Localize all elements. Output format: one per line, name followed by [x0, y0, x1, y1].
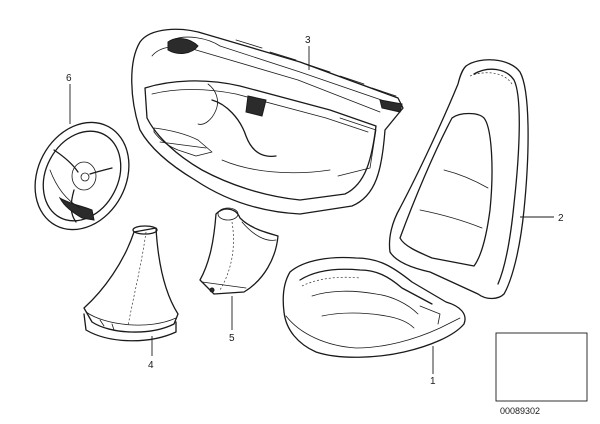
shift-boot [83, 225, 179, 342]
callout-shift-boot: 4 [148, 360, 154, 371]
catalog-code: 00089302 [500, 406, 540, 416]
catalog-reference-box [495, 332, 588, 402]
door-trim-panel [131, 28, 404, 215]
callout-handbrake-boot: 5 [229, 333, 235, 344]
callout-steering-wheel: 6 [66, 73, 72, 84]
seat-backrest [388, 59, 529, 300]
callout-door-trim-panel: 3 [305, 35, 311, 46]
callout-seat-cushion: 1 [430, 376, 436, 387]
steering-wheel [34, 121, 130, 231]
leader-lines [69, 46, 554, 374]
callout-seat-backrest: 2 [558, 213, 564, 224]
handbrake-boot [199, 207, 279, 295]
seat-cushion [282, 256, 466, 358]
